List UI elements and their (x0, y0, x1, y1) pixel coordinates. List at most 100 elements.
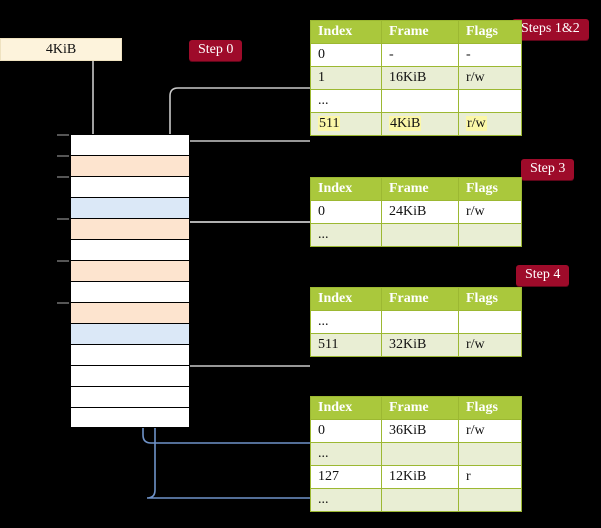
table-cell-index: 1 (310, 66, 382, 90)
table-cell-index: 511 (310, 112, 382, 136)
memory-frame-row (70, 197, 190, 218)
step-label: Step 0 (198, 42, 234, 57)
column-header-index: Index (310, 20, 382, 44)
memory-frame-row (70, 323, 190, 344)
memory-frame-row (70, 365, 190, 386)
table-row: ... (310, 310, 522, 334)
step-label: Steps 1&2 (521, 21, 580, 36)
column-header-flags: Flags (458, 287, 522, 311)
table-cell-flags: r/w (458, 333, 522, 357)
memory-tick-mark (57, 302, 69, 304)
table-row: 0-- (310, 43, 522, 67)
table-cell-flags: r (458, 465, 522, 489)
table-cell-flags: r/w (458, 200, 522, 224)
column-header-index: Index (310, 396, 382, 420)
table-cell-frame: 36KiB (381, 419, 459, 443)
table-cell-index: 0 (310, 200, 382, 224)
table-row: 511 4KiB r/w (310, 112, 522, 136)
table-cell-flags: r/w (458, 112, 522, 136)
column-header-index: Index (310, 287, 382, 311)
table-cell-flags: r/w (458, 66, 522, 90)
step-badge-step3: Step 3 (521, 159, 575, 181)
table-cell-frame: 16KiB (381, 66, 459, 90)
column-header-index: Index (310, 177, 382, 201)
memory-frame-row (57, 302, 190, 323)
column-header-frame: Frame (381, 287, 459, 311)
table-cell-index: ... (310, 442, 382, 466)
memory-tick-mark (57, 260, 69, 262)
highlighted-value: r/w (466, 116, 487, 131)
highlighted-value: 511 (318, 116, 341, 131)
table-cell-index: ... (310, 488, 382, 512)
table-row: ... (310, 442, 522, 466)
column-header-frame: Frame (381, 20, 459, 44)
table-cell-frame: - (381, 43, 459, 67)
column-header-flags: Flags (458, 396, 522, 420)
table-cell-flags (458, 488, 522, 512)
table-cell-flags (458, 310, 522, 334)
step-label: Step 4 (525, 267, 561, 282)
table-cell-index: ... (310, 310, 382, 334)
table-cell-flags (458, 223, 522, 247)
table-cell-index: 0 (310, 43, 382, 67)
memory-frame-row (70, 239, 190, 260)
memory-frame-row (70, 281, 190, 302)
step-badge-step0: Step 0 (189, 40, 243, 62)
table-cell-frame (381, 89, 459, 113)
memory-frame-row (57, 260, 190, 281)
table-row: ... (310, 89, 522, 113)
memory-frame-row (57, 176, 190, 197)
column-header-frame: Frame (381, 396, 459, 420)
highlighted-value: 4KiB (389, 116, 422, 131)
table-cell-index: 127 (310, 465, 382, 489)
memory-frame-row (70, 407, 190, 428)
memory-tick-mark (57, 176, 69, 178)
table-cell-index: ... (310, 89, 382, 113)
table-cell-frame (381, 310, 459, 334)
memory-frame-row (57, 218, 190, 239)
table-cell-index: ... (310, 223, 382, 247)
column-header-frame: Frame (381, 177, 459, 201)
step-badge-steps1and2: Steps 1&2 (512, 19, 589, 41)
memory-tick-mark (57, 155, 69, 157)
step-label: Step 3 (530, 161, 566, 176)
table-cell-frame (381, 488, 459, 512)
memory-frame-row (57, 134, 190, 155)
table-cell-frame: 32KiB (381, 333, 459, 357)
virtual-address-box: 4KiB (0, 38, 122, 61)
physical-memory-column (57, 134, 190, 428)
table-cell-frame: 24KiB (381, 200, 459, 224)
virtual-address-label: 4KiB (45, 42, 77, 57)
table-cell-index: 0 (310, 419, 382, 443)
memory-frame-row (70, 386, 190, 407)
memory-tick-mark (57, 218, 69, 220)
table-cell-flags (458, 89, 522, 113)
table-row: ... (310, 488, 522, 512)
memory-tick-mark (57, 134, 69, 136)
memory-frame-row (70, 344, 190, 365)
table-cell-frame (381, 442, 459, 466)
column-header-flags: Flags (458, 20, 522, 44)
table-cell-flags (458, 442, 522, 466)
table-cell-frame: 4KiB (381, 112, 459, 136)
step-badge-step4: Step 4 (516, 265, 570, 287)
memory-frame-row (57, 155, 190, 176)
column-header-flags: Flags (458, 177, 522, 201)
table-cell-frame (381, 223, 459, 247)
table-cell-flags: - (458, 43, 522, 67)
table-cell-index: 511 (310, 333, 382, 357)
table-row: ... (310, 223, 522, 247)
